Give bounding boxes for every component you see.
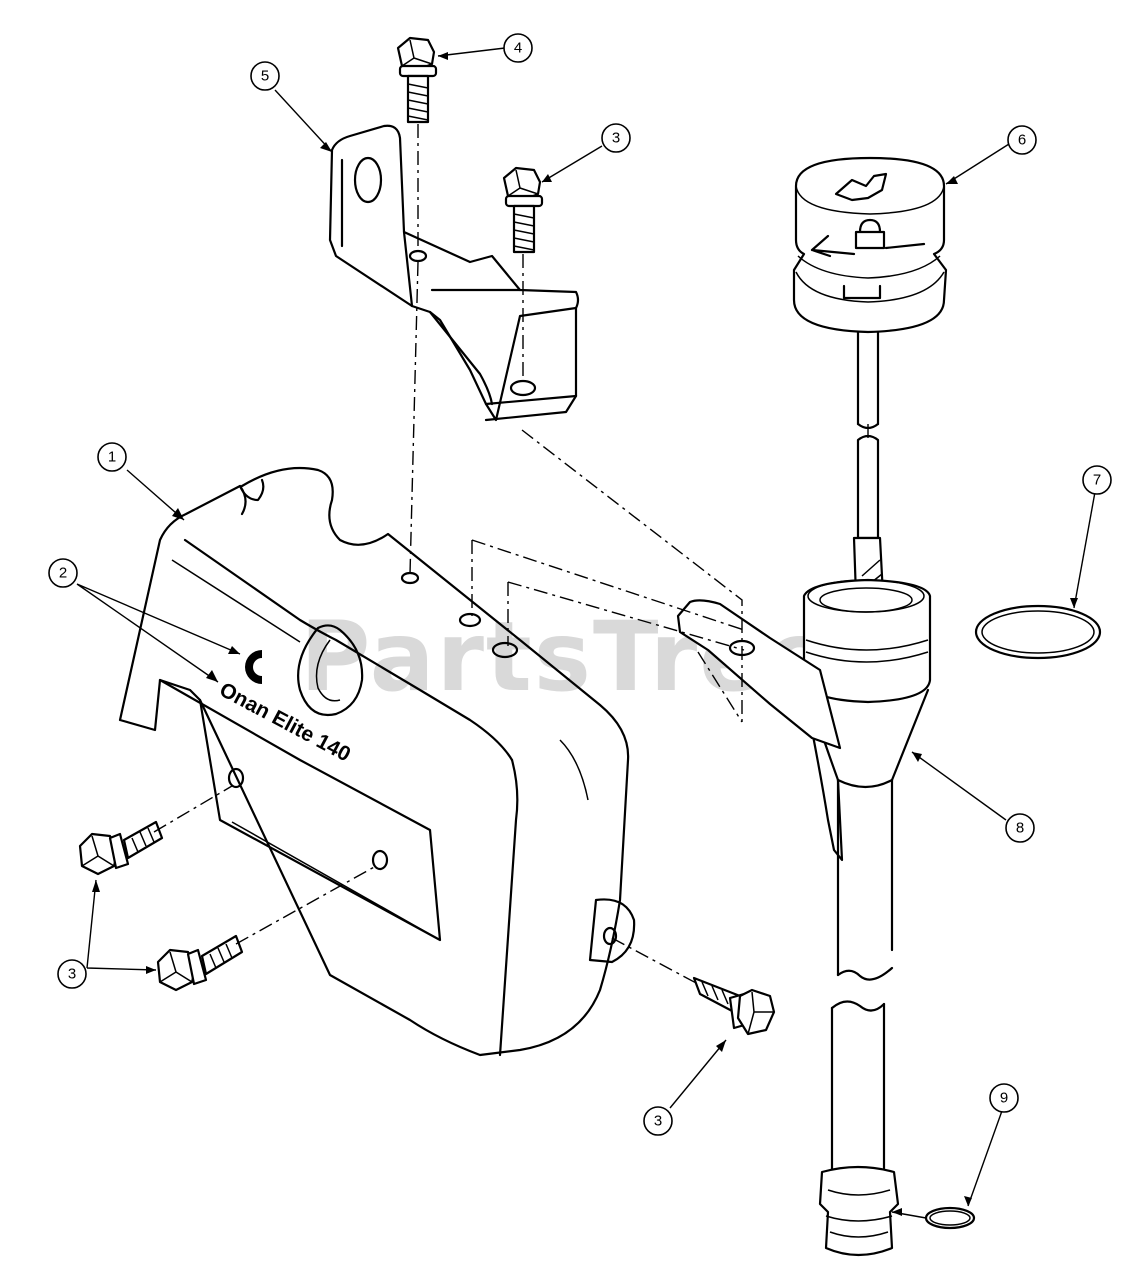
lock-icon (854, 218, 886, 250)
callout-number: 3 (654, 1113, 662, 1130)
callout-c3a[interactable]: 3 (57, 959, 87, 989)
bolt-4[interactable] (396, 36, 438, 124)
callout-c5[interactable]: 5 (250, 61, 280, 91)
bolt-3-top[interactable] (502, 166, 544, 254)
bracket-part[interactable] (328, 124, 580, 422)
callout-circle (601, 123, 631, 153)
cummins-logo-icon (245, 650, 262, 684)
callout-c1[interactable]: 1 (97, 442, 127, 472)
callout-number: 4 (514, 40, 522, 57)
dipstick-tube-part[interactable] (802, 434, 932, 1257)
callout-number: 8 (1016, 820, 1024, 837)
callout-circle (643, 1106, 673, 1136)
callout-c9[interactable]: 9 (989, 1083, 1019, 1113)
callout-c3b[interactable]: 3 (643, 1106, 673, 1136)
arrow-left-icon (810, 234, 856, 258)
callout-number: 2 (59, 565, 67, 582)
callout-circle (1082, 465, 1112, 495)
callout-c8[interactable]: 8 (1005, 813, 1035, 843)
bolt-3-left-lower[interactable] (156, 934, 244, 992)
oil-can-icon (834, 172, 888, 202)
callout-number: 7 (1093, 472, 1101, 489)
callout-c6[interactable]: 6 (1007, 125, 1037, 155)
callout-number: 3 (68, 966, 76, 983)
callout-number: 9 (1000, 1090, 1008, 1107)
tube-mount-tab (676, 599, 842, 750)
leader-arrowheads (92, 52, 1078, 1216)
callout-circle (1007, 125, 1037, 155)
callout-c3c[interactable]: 3 (601, 123, 631, 153)
bolt-3-right[interactable] (692, 976, 776, 1036)
callout-number: 6 (1018, 132, 1026, 149)
callout-circle (503, 33, 533, 63)
callout-circle (48, 558, 78, 588)
o-ring-7[interactable] (974, 604, 1102, 660)
callout-circle (97, 442, 127, 472)
callout-c2[interactable]: 2 (48, 558, 78, 588)
callout-number: 1 (108, 449, 116, 466)
assembly-lines (153, 124, 869, 985)
dipstick-cap-part[interactable] (792, 156, 948, 430)
callout-circle (57, 959, 87, 989)
callout-c7[interactable]: 7 (1082, 465, 1112, 495)
callout-circle (989, 1083, 1019, 1113)
bolt-3-left-upper[interactable] (78, 820, 164, 876)
callout-number: 5 (261, 68, 269, 85)
leader-lines (76, 47, 1096, 1219)
callout-number: 3 (612, 130, 620, 147)
callout-circle (1005, 813, 1035, 843)
callout-c4[interactable]: 4 (503, 33, 533, 63)
callout-circle (250, 61, 280, 91)
